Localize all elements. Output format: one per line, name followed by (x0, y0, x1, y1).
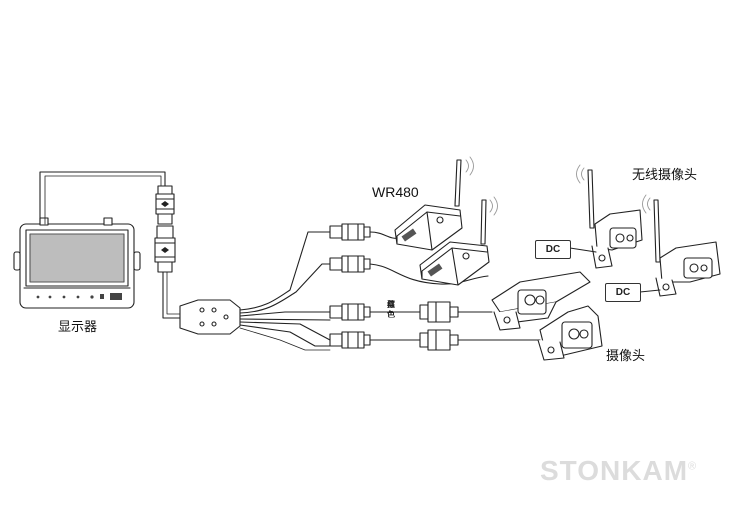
brand-watermark-text: STONKAM (540, 455, 689, 486)
camera-plug-1 (419, 301, 459, 323)
wire-color-brown: 棕色 (387, 300, 395, 319)
splitter-hub (179, 299, 241, 335)
brand-watermark: STONKAM® (540, 455, 697, 487)
connector-upper-1 (329, 223, 371, 241)
wireless-camera-1 (587, 169, 643, 269)
connector-upper-2 (329, 255, 371, 273)
connector-lower-2 (329, 331, 371, 349)
registered-mark: ® (688, 460, 698, 473)
monitor-label: 显示器 (58, 320, 98, 335)
wired-camera-1 (491, 271, 591, 331)
wire-color-red: 红色 (387, 300, 395, 319)
wired-camera-2 (537, 305, 603, 361)
monitor-cable (39, 171, 166, 225)
wireless-camera-label: 无线摄像头 (632, 168, 698, 183)
receiver-2 (419, 199, 490, 286)
connector-lower-1 (329, 303, 371, 321)
wire-color-black: 黑色 (387, 300, 395, 319)
receiver-1 (394, 159, 463, 251)
monitor-device (13, 217, 141, 309)
wireless-camera-2 (653, 199, 721, 297)
aviation-connector (154, 185, 176, 273)
dc-power-2: DC (605, 283, 641, 302)
camera-label: 摄像头 (606, 349, 646, 364)
dc-power-1: DC (535, 240, 571, 259)
wire-color-blue: 蓝色 (387, 300, 395, 319)
camera-plug-2 (419, 329, 459, 351)
receiver-label: WR480 (372, 184, 419, 200)
wire-color-white: 白色 (387, 300, 395, 319)
